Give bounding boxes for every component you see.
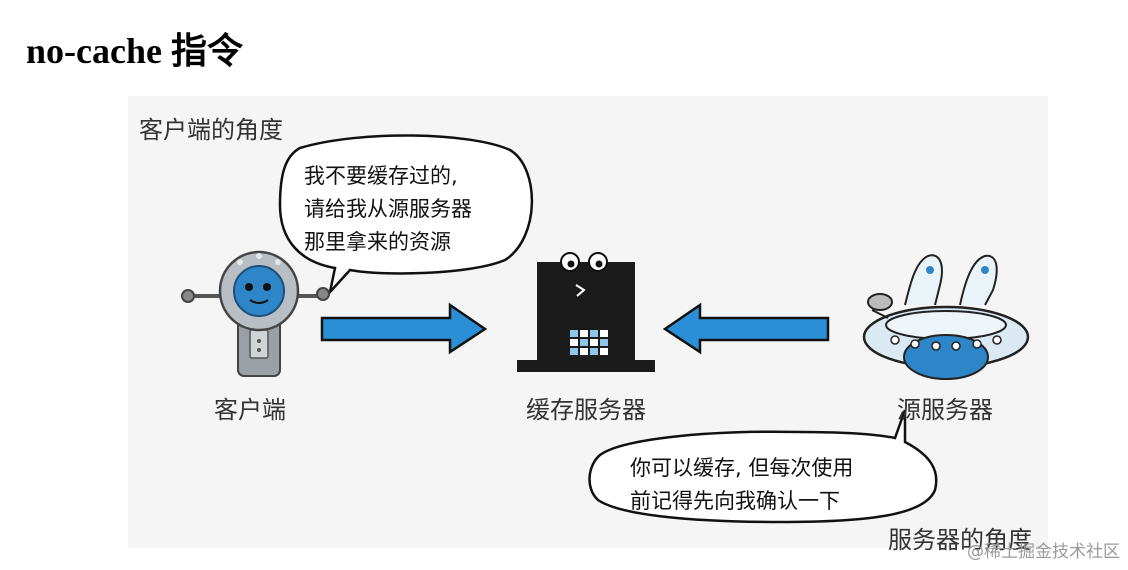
cache-server-label: 缓存服务器 — [526, 396, 646, 424]
server-bubble-line: 你可以缓存, 但每次使用 — [630, 456, 854, 480]
client-bubble-line: 那里拿来的资源 — [304, 230, 451, 254]
server-speech-bubble — [588, 409, 938, 524]
cache-server-hat-icon — [517, 252, 655, 372]
client-label: 客户端 — [214, 396, 286, 424]
page-title: no-cache 指令 — [26, 31, 243, 71]
server-bubble-line: 前记得先向我确认一下 — [630, 489, 840, 513]
hat-window-grid — [570, 330, 608, 355]
server-view-caption: 服务器的角度 — [888, 526, 1032, 554]
arrow-client-to-cache — [320, 302, 488, 355]
arrow-origin-to-cache — [662, 302, 830, 355]
client-bubble-text: 我不要缓存过的, 请给我从源服务器 那里拿来的资源 — [304, 160, 472, 259]
client-robot-icon — [181, 250, 330, 377]
origin-server-ufo-icon — [862, 254, 1030, 380]
watermark: @稀土掘金技术社区 — [967, 542, 1120, 562]
client-view-caption: 客户端的角度 — [139, 116, 283, 144]
client-bubble-line: 请给我从源服务器 — [304, 197, 472, 221]
client-bubble-line: 我不要缓存过的, — [304, 164, 458, 188]
origin-server-label: 源服务器 — [897, 396, 993, 424]
server-bubble-text: 你可以缓存, 但每次使用 前记得先向我确认一下 — [630, 452, 853, 518]
client-speech-bubble — [278, 134, 534, 297]
